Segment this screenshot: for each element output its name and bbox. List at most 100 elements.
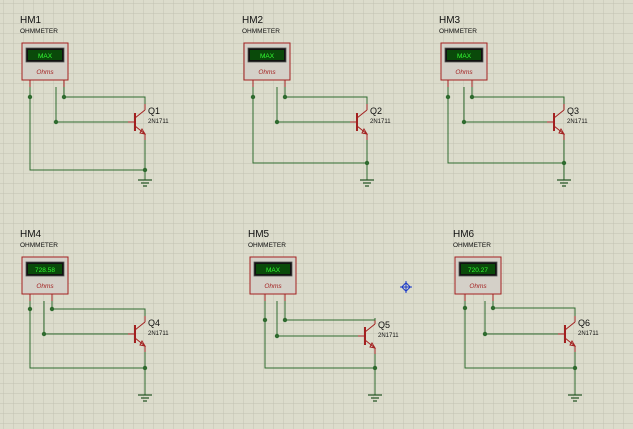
- ground-icon: [557, 172, 571, 187]
- junction-dot: [461, 119, 467, 125]
- npn-transistor-icon[interactable]: [350, 104, 369, 140]
- junction-dot: [372, 365, 378, 371]
- emitter-arrow: [361, 127, 369, 135]
- transistor-ref-label: Q2: [370, 106, 382, 116]
- ground-icon: [368, 387, 382, 402]
- junction-dot: [282, 317, 288, 323]
- ohmmeter-component[interactable]: MAX Ohms: [440, 42, 488, 81]
- junction-dot: [49, 306, 55, 312]
- crosshair-cursor-icon: [400, 281, 412, 293]
- circuits-layer: HM1OHMMETERMAXOhmsQ12N1711HM2OHMMETERMAX…: [20, 15, 599, 402]
- ground-icon: [138, 172, 152, 187]
- ohmmeter-component[interactable]: MAX Ohms: [249, 256, 297, 295]
- junction-dot: [27, 306, 33, 312]
- meter-display: [256, 264, 290, 274]
- junction-dot: [274, 119, 280, 125]
- emitter-arrow: [139, 339, 147, 347]
- emitter-lead: [356, 125, 368, 135]
- meter-type-label: OHMMETER: [248, 242, 286, 249]
- meter-display: [28, 264, 62, 274]
- npn-transistor-icon[interactable]: [358, 318, 377, 354]
- meter-display: [250, 50, 284, 60]
- meter-units: Ohms: [36, 283, 54, 290]
- meter-reading: MAX: [260, 53, 275, 60]
- wire-collector: [471, 87, 565, 104]
- meter-reading: MAX: [266, 267, 281, 274]
- wire-emitter: [252, 87, 367, 164]
- emitter-lead: [364, 339, 376, 349]
- meter-units: Ohms: [36, 69, 54, 76]
- ground-icon: [360, 172, 374, 187]
- collector-lead: [134, 109, 146, 119]
- junction-dot: [462, 305, 468, 311]
- junction-dot: [282, 94, 288, 100]
- junction-dot: [61, 94, 67, 100]
- ohmmeter-component[interactable]: MAX Ohms: [243, 42, 291, 81]
- meter-type-label: OHMMETER: [242, 28, 280, 35]
- meter-units: Ohms: [258, 69, 276, 76]
- wire-collector: [284, 301, 376, 321]
- junction-dot: [250, 94, 256, 100]
- collector-lead: [364, 323, 376, 333]
- emitter-arrow: [369, 341, 377, 349]
- meter-units: Ohms: [264, 283, 282, 290]
- junction-dot: [445, 94, 451, 100]
- wire-emitter: [464, 301, 575, 369]
- transistor-ref-label: Q3: [567, 106, 579, 116]
- emitter-lead: [134, 337, 146, 347]
- npn-transistor-icon[interactable]: [558, 316, 577, 352]
- npn-transistor-icon[interactable]: [128, 104, 147, 140]
- npn-transistor-icon[interactable]: [547, 104, 566, 140]
- emitter-arrow: [569, 339, 577, 347]
- transistor-part-label: 2N1711: [148, 331, 169, 337]
- junction-dot: [142, 167, 148, 173]
- meter-reading: MAX: [457, 53, 472, 60]
- junction-dot: [53, 119, 59, 125]
- collector-lead: [564, 321, 576, 331]
- emitter-lead: [564, 337, 576, 347]
- meter-type-label: OHMMETER: [439, 28, 477, 35]
- junction-dot: [41, 331, 47, 337]
- ground-icon: [568, 387, 582, 402]
- junction-dot: [27, 94, 33, 100]
- transistor-part-label: 2N1711: [378, 333, 399, 339]
- meter-units: Ohms: [455, 69, 473, 76]
- emitter-arrow: [139, 127, 147, 135]
- wire-collector: [284, 87, 368, 104]
- meter-type-label: OHMMETER: [20, 28, 58, 35]
- meter-display: [447, 50, 481, 60]
- meter-type-label: OHMMETER: [20, 242, 58, 249]
- junction-dot: [274, 333, 280, 339]
- meter-reading: 720.27: [468, 267, 488, 274]
- meter-display: [461, 264, 495, 274]
- junction-dot: [482, 331, 488, 337]
- meter-ref-label: HM4: [20, 229, 42, 240]
- meter-type-label: OHMMETER: [453, 242, 491, 249]
- junction-dot: [490, 305, 496, 311]
- ohmmeter-component[interactable]: MAX Ohms: [21, 42, 69, 81]
- transistor-part-label: 2N1711: [148, 119, 169, 125]
- meter-ref-label: HM3: [439, 15, 461, 26]
- meter-units: Ohms: [469, 283, 487, 290]
- meter-reading: MAX: [38, 53, 53, 60]
- wire-emitter: [447, 87, 564, 164]
- transistor-ref-label: Q1: [148, 106, 160, 116]
- wire-emitter: [264, 301, 375, 369]
- junction-dot: [262, 317, 268, 323]
- meter-reading: 728.58: [35, 267, 55, 274]
- npn-transistor-icon[interactable]: [128, 316, 147, 352]
- wire-collector: [63, 87, 146, 104]
- ground-icon: [138, 387, 152, 402]
- junction-dot: [469, 94, 475, 100]
- transistor-part-label: 2N1711: [578, 331, 599, 337]
- emitter-lead: [134, 125, 146, 135]
